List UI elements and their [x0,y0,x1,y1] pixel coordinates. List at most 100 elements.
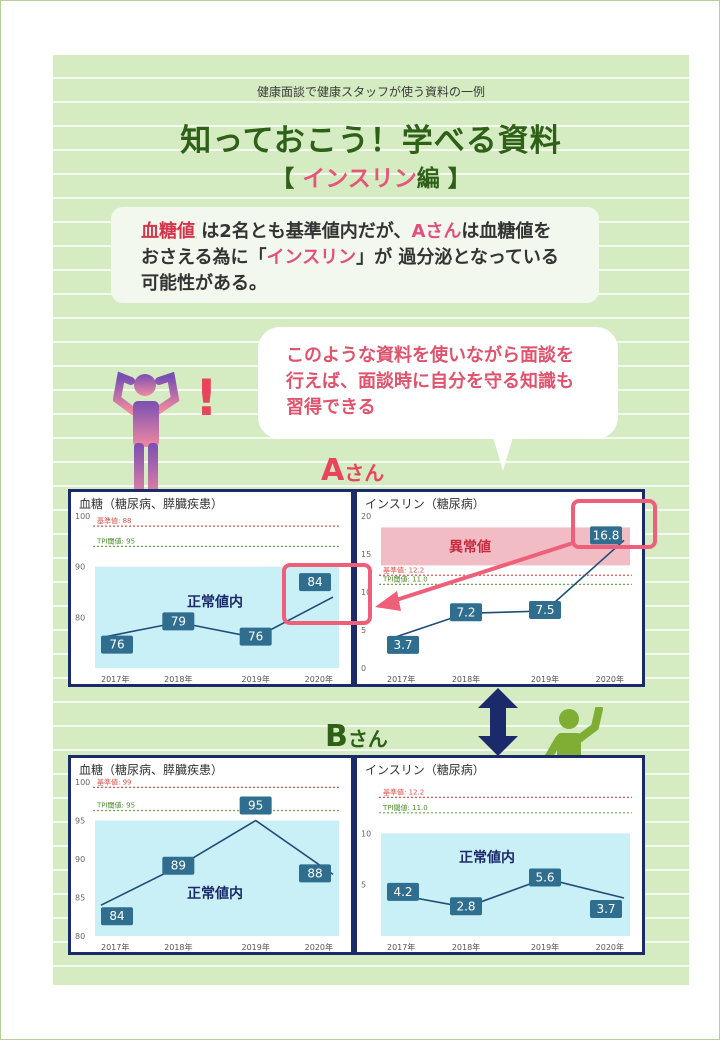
person-a-label: Aさん [321,453,384,488]
person-b-suffix: さん [347,727,388,751]
x-tick-label: 2018年 [164,942,192,952]
band-area [95,566,339,668]
data-label: 84 [109,909,124,923]
data-label: 5.6 [535,871,554,885]
reference-line-label: TPI閾値: 95 [96,536,135,545]
reference-line-label: TPI閾値: 95 [96,800,135,809]
x-tick-label: 2018年 [164,674,192,684]
band-label: 異常値 [449,538,491,555]
data-label: 7.2 [456,605,475,619]
poster-title: 知っておこう！学べる資料 [180,123,562,159]
data-label-box [590,526,622,545]
person-a-suffix: さん [344,461,385,485]
y-tick-label: 5 [361,626,366,635]
speech-bubble-tail [493,437,513,471]
x-tick-label: 2019年 [241,942,269,952]
series-line [386,877,625,909]
y-tick-label: 10 [361,829,371,838]
y-tick-label: 15 [361,550,371,559]
reference-line-label: TPI閾値: 11.0 [382,803,428,812]
y-tick-label: 85 [75,894,85,903]
poster-panel: 健康面談で健康スタッフが使う資料の一例 知っておこう！学べる資料 【 インスリン… [53,55,689,985]
reference-line-label: 基準値: 99 [97,777,132,786]
x-tick-label: 2018年 [452,942,480,952]
highlight-box-glucose [282,563,372,625]
x-tick-label: 2017年 [101,942,129,952]
note-text-2: は血糖値をおさえる為に「 [141,221,552,268]
chart-b-glucose-title: 血糖（糖尿病、膵臓疾患） [79,763,224,777]
x-tick-label: 2020年 [596,942,624,952]
chart-a-insulin-title: インスリン（糖尿病） [365,497,485,511]
person-a-letter: A [321,453,345,488]
series-line [386,539,625,641]
data-label: 3.7 [393,638,412,652]
series-line [100,819,334,906]
data-label-box [387,882,419,901]
exclamation-mark: ! [195,369,218,427]
y-tick-label: 100 [75,778,90,787]
person-b-label: Bさん [325,719,388,754]
data-label: 79 [171,614,186,628]
data-label-box [387,635,419,654]
y-tick-label: 5 [361,881,366,890]
data-label: 84 [307,575,322,589]
subhead-insulin: インスリン [302,166,417,192]
x-tick-label: 2019年 [531,674,559,684]
data-label-box [529,601,561,619]
reference-line-label: 基準値: 12.2 [383,787,424,796]
note-text-1: は2名とも基準値内だが、 [195,221,412,242]
y-tick-label: 100 [75,512,90,521]
reference-line-label: 基準値: 88 [97,516,132,525]
y-tick-label: 80 [75,613,85,622]
data-label-box [529,868,561,887]
series-line [100,596,334,639]
band-area [381,833,630,936]
poster-subtitle: 健康面談で健康スタッフが使う資料の一例 [256,85,485,99]
comparison-arrow-icon [478,688,518,756]
data-label-box [162,856,195,875]
data-label: 2.8 [456,899,475,913]
data-label: 95 [248,799,263,813]
x-tick-label: 2020年 [305,674,333,684]
data-label-box [299,864,331,883]
data-label: 16.8 [593,528,620,542]
data-label-box [450,603,482,622]
y-tick-label: 90 [75,855,85,864]
data-label-box [101,635,133,654]
x-tick-label: 2020年 [305,942,333,952]
worried-person-icon [113,371,180,503]
subhead-close-bracket: 】 [447,166,471,192]
person-b-letter: B [325,719,348,754]
x-tick-label: 2017年 [387,942,415,952]
note-text-3: 」が 過分泌となっている可能性がある。 [141,247,559,294]
y-tick-label: 95 [75,817,85,826]
x-tick-label: 2018年 [452,674,480,684]
speech-bubble: このような資料を使いながら面談を行えば、面談時に自分を守る知識も習得できる [258,327,618,439]
data-label: 7.5 [535,603,554,617]
subhead-open-bracket: 【 [271,166,295,192]
note-person-a: Aさん [411,221,462,242]
y-tick-label: 10 [361,588,371,597]
note-glucose: 血糖値 [141,221,195,242]
data-label-box [450,897,482,916]
data-label-box [162,612,195,631]
pointer-line [392,541,574,603]
data-label-box [590,900,622,919]
summary-note: 血糖値 は2名とも基準値内だが、Aさんは血糖値をおさえる為に「インスリン」が 過… [111,207,599,303]
reference-line-label: 基準値: 12.2 [383,565,424,574]
x-tick-label: 2019年 [531,942,559,952]
data-label: 4.2 [393,885,412,899]
band-label: 正常値内 [187,885,243,902]
reference-line-label: TPI閾値: 11.0 [382,574,428,583]
x-tick-label: 2020年 [596,674,624,684]
chart-b-insulin-title: インスリン（糖尿病） [365,763,485,777]
data-label-box [299,573,331,592]
x-tick-label: 2019年 [241,674,269,684]
y-tick-label: 90 [75,563,85,572]
